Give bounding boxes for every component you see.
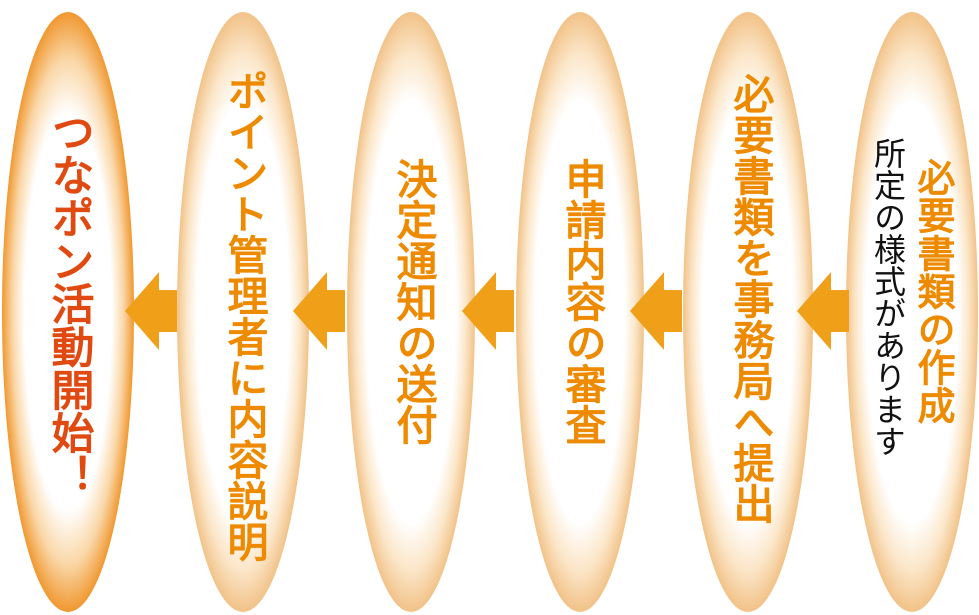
step-2-ellipse [683,12,813,612]
step-3-title: 申請内容の審査 [558,158,606,445]
left-arrow-icon [630,272,682,350]
step-3-ellipse [516,12,644,612]
step-5-ellipse [177,12,309,612]
step-5-title: ポイント管理者に内容説明 [220,70,268,562]
step-1-ellipse [846,12,978,612]
step-6-title: つなポン活動開始！ [44,110,94,497]
step-1-title: 必要書類の作成 [911,158,955,424]
step-4-ellipse [347,12,475,612]
step-2-title: 必要書類を事務局へ提出 [726,73,774,524]
left-arrow-icon [797,272,849,350]
left-arrow-icon [462,272,514,350]
left-arrow-icon [125,272,177,350]
left-arrow-icon [293,272,345,350]
step-6-ellipse [2,12,134,612]
step-4-title: 決定通知の送付 [389,158,437,445]
step-1-subtitle: 所定の様式があります [869,137,907,457]
